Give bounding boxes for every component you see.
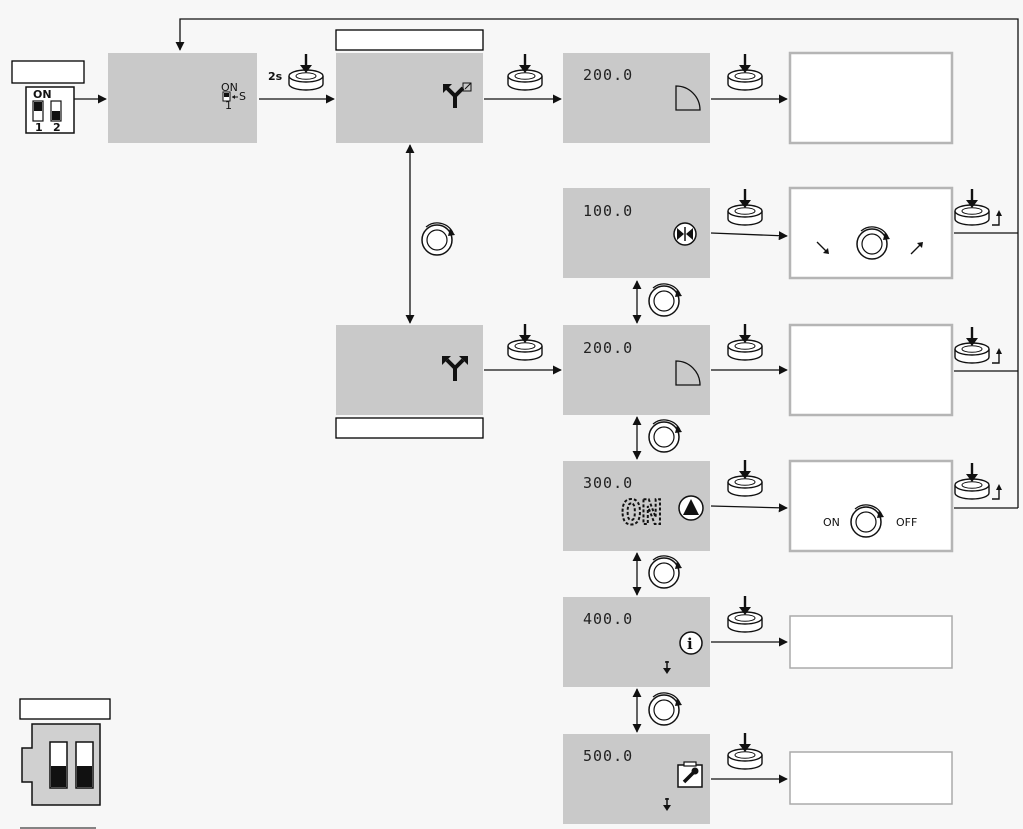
svg-text:S: S: [239, 90, 246, 103]
panel-200-top: [563, 53, 710, 143]
push-button-icon[interactable]: [506, 322, 544, 362]
menu-panel-b: [336, 325, 483, 415]
output-box-3: [788, 323, 954, 417]
branch-arrow-out-icon: [443, 82, 472, 108]
pump-triangle-icon: [678, 495, 704, 521]
down-arrow-small-icon: [663, 661, 671, 674]
panel-500-code: 500.0: [583, 747, 633, 765]
dip-switch-large-icon: [21, 723, 101, 806]
svg-text:i: i: [687, 635, 693, 653]
start-panel: [108, 53, 257, 143]
adjust-up-arrow-icon: [910, 242, 923, 255]
rotary-off-label: OFF: [896, 516, 917, 529]
arrow-300-to-output: [710, 503, 788, 513]
return-button-icon[interactable]: [955, 189, 1002, 225]
output-box-5: [789, 615, 953, 669]
press-duration-label: 2s: [268, 70, 283, 83]
rotary-knob-icon[interactable]: [648, 555, 683, 589]
rotary-knob-icon[interactable]: [648, 419, 683, 453]
output-box-1: [788, 51, 954, 145]
menu-b-header-box: [335, 417, 484, 439]
dip-large-header-box: [19, 698, 111, 720]
panel-200-bottom: [563, 325, 710, 415]
wrench-icon: [677, 761, 703, 788]
return-button-icon[interactable]: [955, 463, 1002, 499]
push-button-icon[interactable]: [506, 52, 544, 92]
push-button-icon[interactable]: [287, 52, 325, 92]
return-loop-line: [175, 18, 1019, 508]
panel-300-on-text: ON: [621, 493, 662, 533]
return-button-icon[interactable]: [955, 327, 1002, 363]
rotary-knob-icon[interactable]: [421, 222, 456, 256]
push-button-icon[interactable]: [726, 52, 764, 92]
dip-switch-1-label: 1: [35, 121, 43, 134]
push-button-icon[interactable]: [726, 731, 764, 771]
panel-100-code: 100.0: [583, 202, 633, 220]
menu-a-header-box: [335, 29, 484, 51]
panel-200-bottom-code: 200.0: [583, 339, 633, 357]
dip-switch-2-label: 2: [53, 121, 61, 134]
quarter-curve-icon: [675, 85, 701, 111]
adjust-down-arrow-icon: [816, 241, 829, 254]
arrow-100-to-output: [710, 231, 788, 241]
dip-header-box: [11, 60, 85, 84]
menu-panel-a: [336, 53, 483, 143]
svg-text:1: 1: [225, 99, 232, 112]
quarter-curve-icon: [675, 360, 701, 386]
dip-switch-on-arrow-s-icon: ON S 1: [221, 81, 246, 112]
rotary-on-label: ON: [823, 516, 840, 529]
rotary-knob-icon[interactable]: [648, 692, 683, 726]
push-button-icon[interactable]: [726, 594, 764, 634]
down-arrow-small-icon: [663, 798, 671, 811]
info-icon: i: [679, 631, 703, 655]
dip-on-label: ON: [33, 88, 52, 101]
output-box-6: [789, 751, 953, 805]
panel-400-code: 400.0: [583, 610, 633, 628]
panel-200-top-code: 200.0: [583, 66, 633, 84]
branch-arrows-icon: [442, 356, 468, 381]
push-button-icon[interactable]: [726, 187, 764, 227]
push-button-icon[interactable]: [726, 458, 764, 498]
panel-300-code: 300.0: [583, 474, 633, 492]
svg-text:ON: ON: [221, 81, 238, 94]
push-button-icon[interactable]: [726, 322, 764, 362]
rotary-knob-icon[interactable]: [648, 283, 683, 317]
valve-butterfly-icon: [673, 222, 697, 246]
dip-switch-icon: ON 1 2: [25, 86, 75, 134]
